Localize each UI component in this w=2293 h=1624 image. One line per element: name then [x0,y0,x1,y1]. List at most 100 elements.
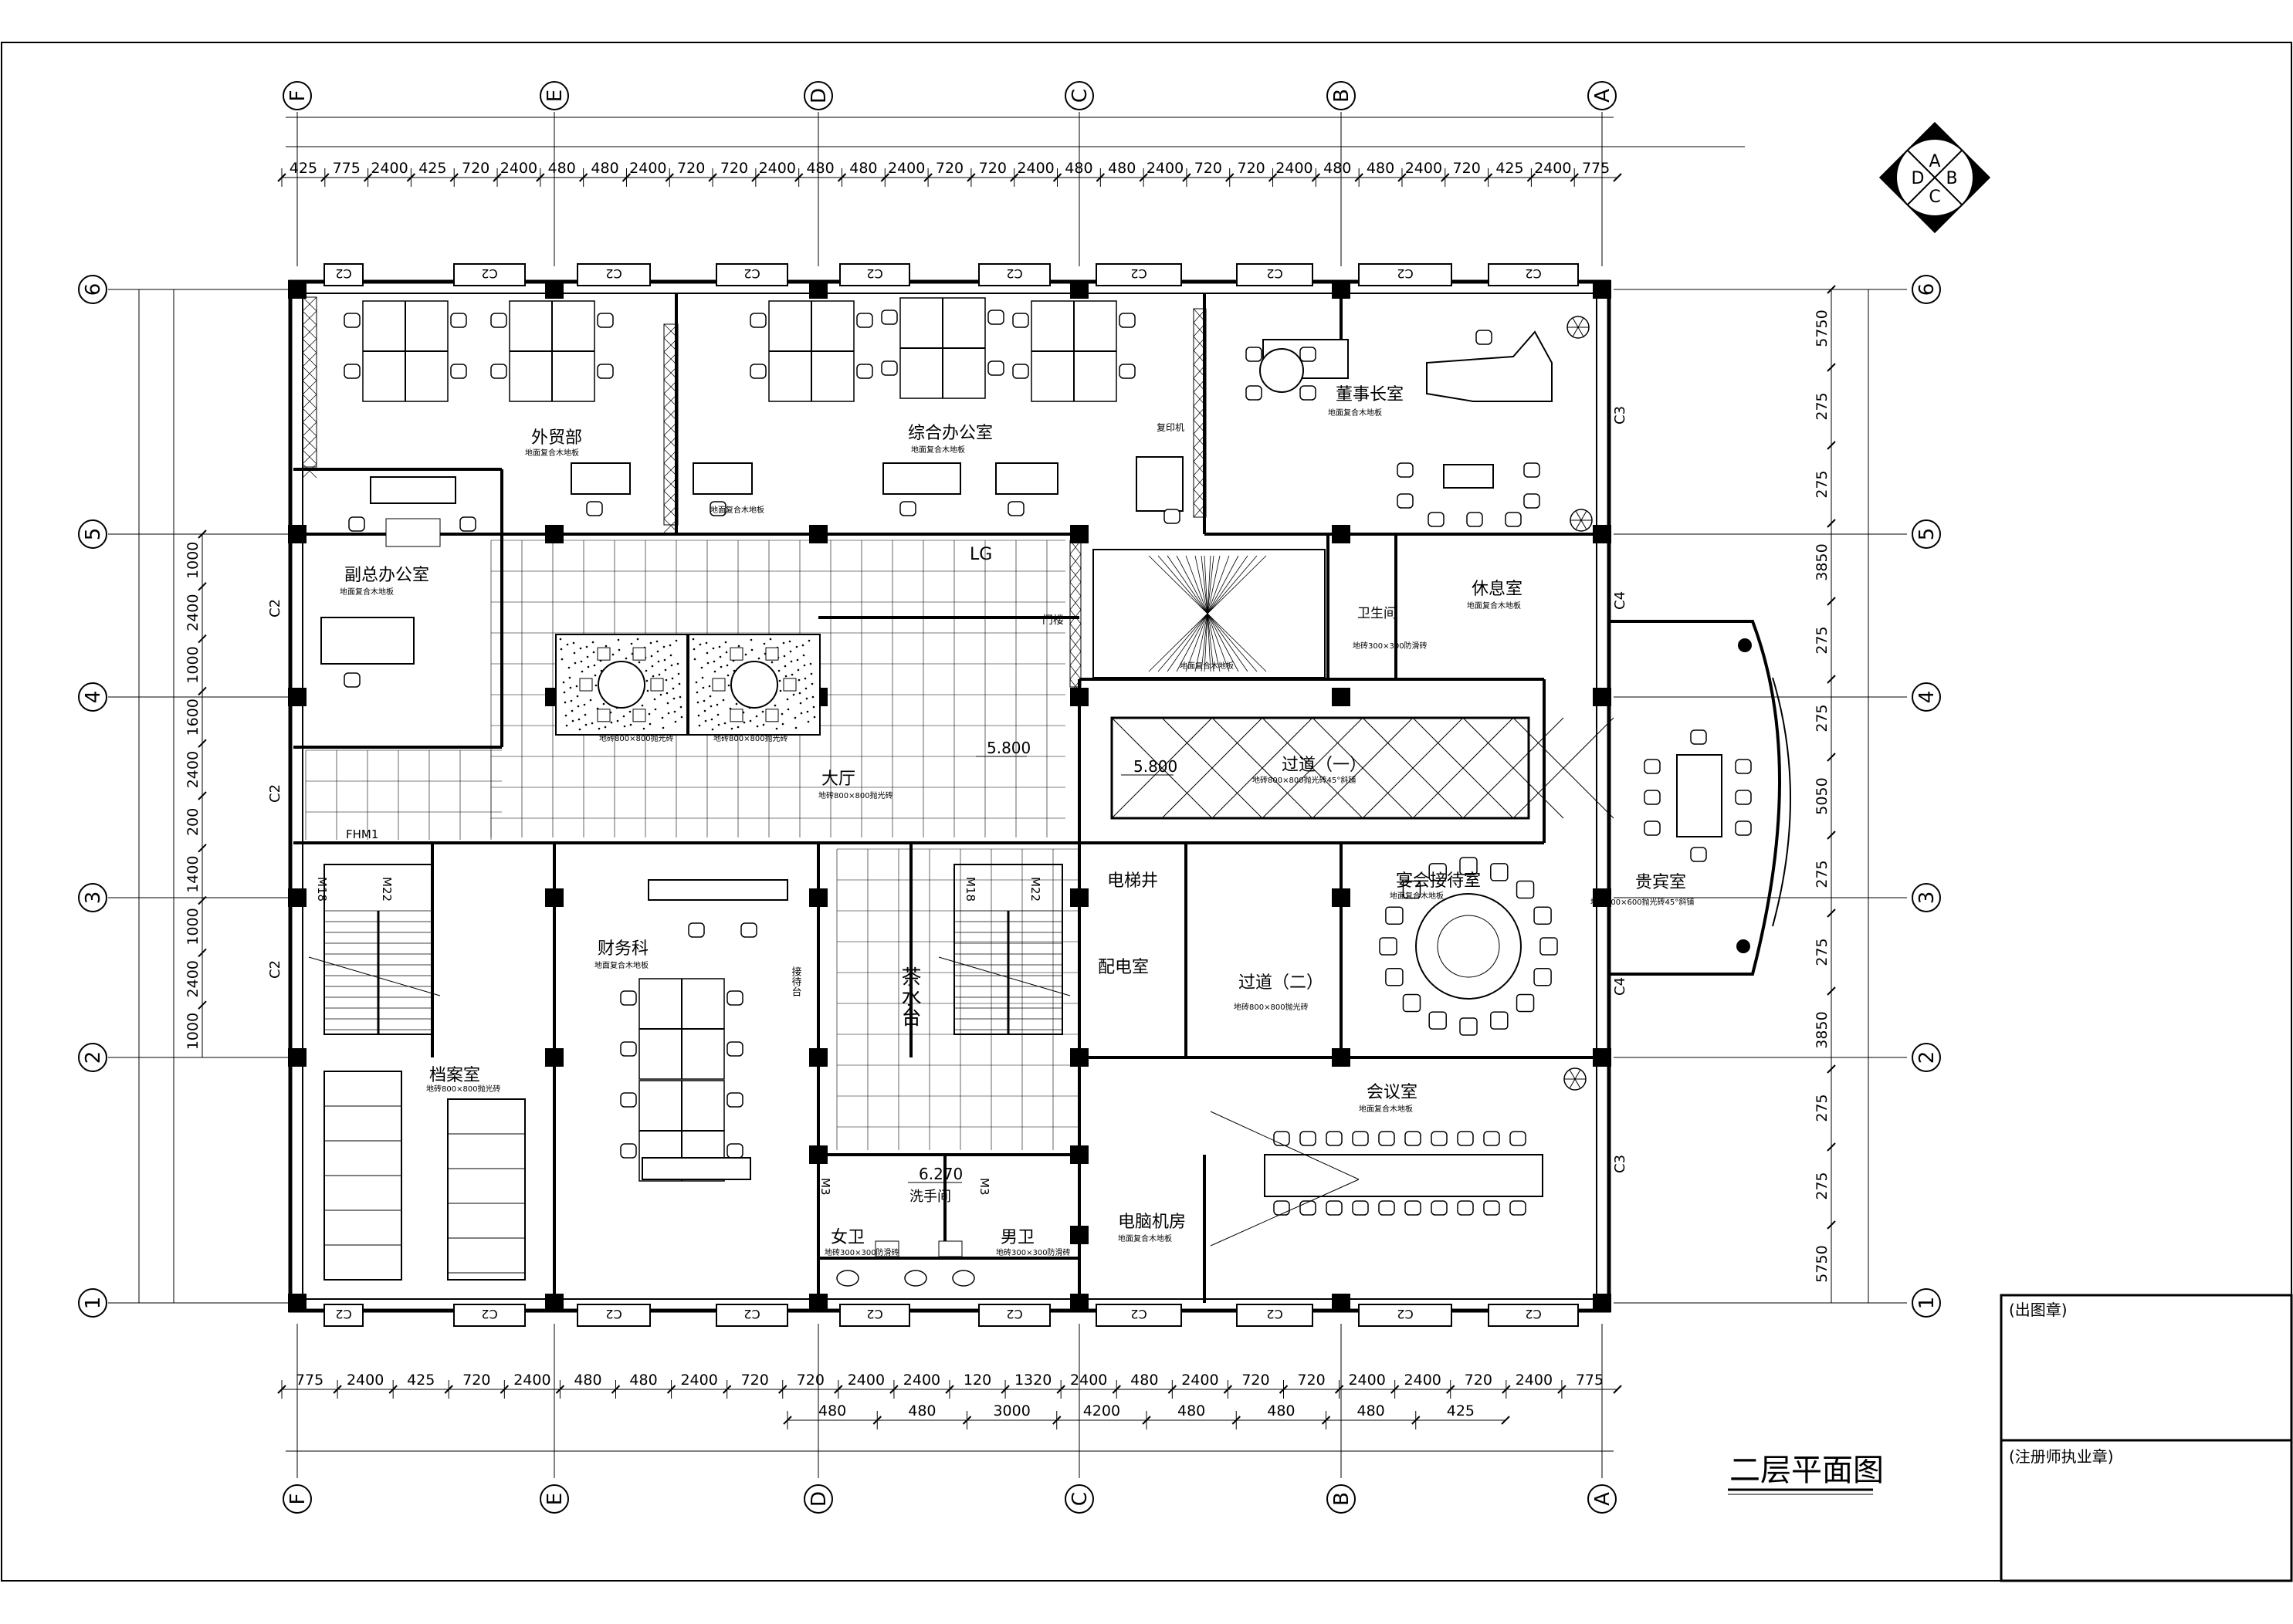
banquet-chair [1533,968,1552,986]
dim-top-text: 2400 [371,160,408,177]
axis-bubble [78,275,107,304]
door-tag-m18-left: M18 [315,877,329,902]
room-banquet: 宴会接待室 [1396,871,1481,891]
dim-bottom-tick [1613,1385,1622,1394]
dim-bottom-text: 2400 [848,1372,885,1389]
dim-bottom-text: 2400 [347,1372,384,1389]
office-chair [344,313,361,328]
meeting-chair [1378,1200,1395,1216]
dim-right-text: 275 [1814,470,1831,498]
toilet [904,1270,927,1287]
room-chairman: 董事长室 [1336,385,1404,404]
dim-top-text: 425 [418,160,446,177]
window-top [716,263,788,286]
tea-table [1443,464,1494,489]
sheet-border [1,42,2292,1582]
vip-bay-inner [1772,677,1791,927]
drawing-stamp-label: (出图章) [2009,1301,2068,1319]
door-tag-m22-left: M22 [380,877,394,902]
dim-bottom-text: 2400 [1516,1372,1553,1389]
glass-partition [1193,308,1207,518]
desk [882,462,961,495]
sofa-seat [1523,493,1540,509]
dim-bottom-text: 775 [296,1372,323,1389]
room-corridor2: 过道（二） [1238,973,1323,993]
note-general-5: 地面复合木地板 [1467,601,1521,611]
atrium-stair [1092,549,1326,678]
structural-column [545,280,564,299]
note-corridor1: 地砖800×800抛光砖45°斜铺 [1252,775,1356,785]
office-chair [344,364,361,379]
banquet-chair [1385,968,1404,986]
executive-chair [1475,330,1492,345]
room-server: 电脑机房 [1118,1213,1186,1232]
axis-label-A: A [1591,1492,1614,1506]
office-chair [727,1041,743,1057]
axis-label-C: C [1069,1492,1092,1506]
dim-right-tick [1827,1142,1836,1152]
room-electrical: 配电室 [1098,958,1149,977]
office-chair [620,1092,637,1108]
dim-bottom-text: 1320 [1014,1372,1052,1389]
dim-top-text: 480 [1108,160,1136,177]
axis-bubble [283,81,312,110]
armchair [459,516,476,532]
office-chair [1119,313,1136,328]
note-men: 地砖300×300防滑砖 [996,1247,1071,1257]
office-chair [987,360,1004,376]
note-stone-1: 地砖800×800抛光砖 [599,733,674,743]
window-tag: C2 [1525,266,1541,281]
sofa [370,476,456,504]
dim-top-text: 2400 [629,160,666,177]
window-tag-left: C2 [267,960,283,979]
axis-label-5: 5 [82,528,105,541]
meeting-chair [1273,1200,1290,1216]
lobby-logo-wall: LG [970,545,992,564]
note-archive: 地砖800×800抛光砖 [426,1084,501,1094]
window-tag: C2 [1130,1307,1146,1321]
meeting-chair [1509,1131,1526,1146]
window-top [577,263,651,286]
workstation-cluster [638,978,725,1080]
axis-bubble [1912,519,1941,549]
desk-chair [1163,509,1180,524]
walls: C2C2C2C2C2C2C2C2C2C2C2C2C2C2C2C2C2C2C2C2… [267,263,1791,1327]
dim-bottom-text: 2400 [1404,1372,1441,1389]
dim-top-text: 720 [1238,160,1265,177]
vip-table [1676,754,1722,837]
dim-right-text: 3850 [1814,1011,1831,1048]
copier-label: 复印机 [1157,422,1184,433]
dim-left-text: 1000 [185,1013,202,1050]
dim-top-text: 480 [806,160,834,177]
window-tag: C2 [481,1307,497,1321]
dim-right-text: 275 [1814,860,1831,888]
axis-bubble [804,81,833,110]
note-general-9: 地面复合木地板 [1118,1233,1172,1243]
window-tag-right: C4 [1612,591,1628,610]
note-lobby: 地砖800×800抛光砖 [818,790,893,800]
note-general-6: 地面复合木地板 [1390,891,1444,901]
dim-bottom-text: 2400 [1070,1372,1107,1389]
axis-label-F: F [286,1494,310,1505]
sofa-seat [1505,512,1522,527]
office-chair [856,313,873,328]
dim-right-tick [1827,441,1836,450]
dim-top-tick [1613,173,1622,182]
window-bottom [716,1304,788,1327]
axis-bubble [804,1484,833,1514]
dim-top-text: 775 [333,160,361,177]
sink [875,1240,899,1257]
axis-label-3: 3 [82,892,105,905]
fire-door-label: FHM1 [346,827,378,841]
drawing-title: 二层平面图 [1728,1453,1884,1495]
axis-label-D: D [808,1491,831,1507]
coffee-table [385,518,441,547]
dim-top-text: 2400 [1017,160,1054,177]
plant-icon [1563,1067,1587,1091]
floor-notes: 地砖800×800抛光砖 地砖800×800抛光砖 地砖800×800抛光砖 地… [340,408,1694,1257]
meeting-chair [1431,1200,1448,1216]
banquet-lazy-susan [1437,915,1500,978]
axis-label-5: 5 [1915,528,1939,541]
meeting-chair [1352,1200,1369,1216]
